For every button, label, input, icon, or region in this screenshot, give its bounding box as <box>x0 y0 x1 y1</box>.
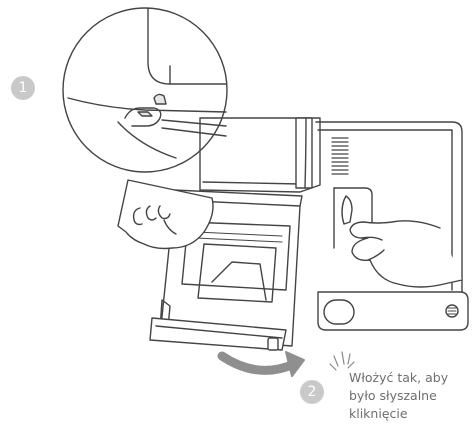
left-hand <box>118 180 213 249</box>
caption-line-2: było słyszalne <box>349 387 472 405</box>
step-1-badge: 1 <box>11 76 35 100</box>
zoom-detail <box>63 8 227 172</box>
step-2-badge: 2 <box>300 380 324 404</box>
click-sound-icon <box>330 352 354 370</box>
curved-arrow-icon <box>222 352 304 376</box>
right-hand <box>350 221 462 287</box>
instruction-caption: Włożyć tak, aby było słyszalne kliknięci… <box>349 369 472 423</box>
caption-line-1: Włożyć tak, aby <box>349 369 472 387</box>
caption-line-3: kliknięcie <box>349 405 472 423</box>
